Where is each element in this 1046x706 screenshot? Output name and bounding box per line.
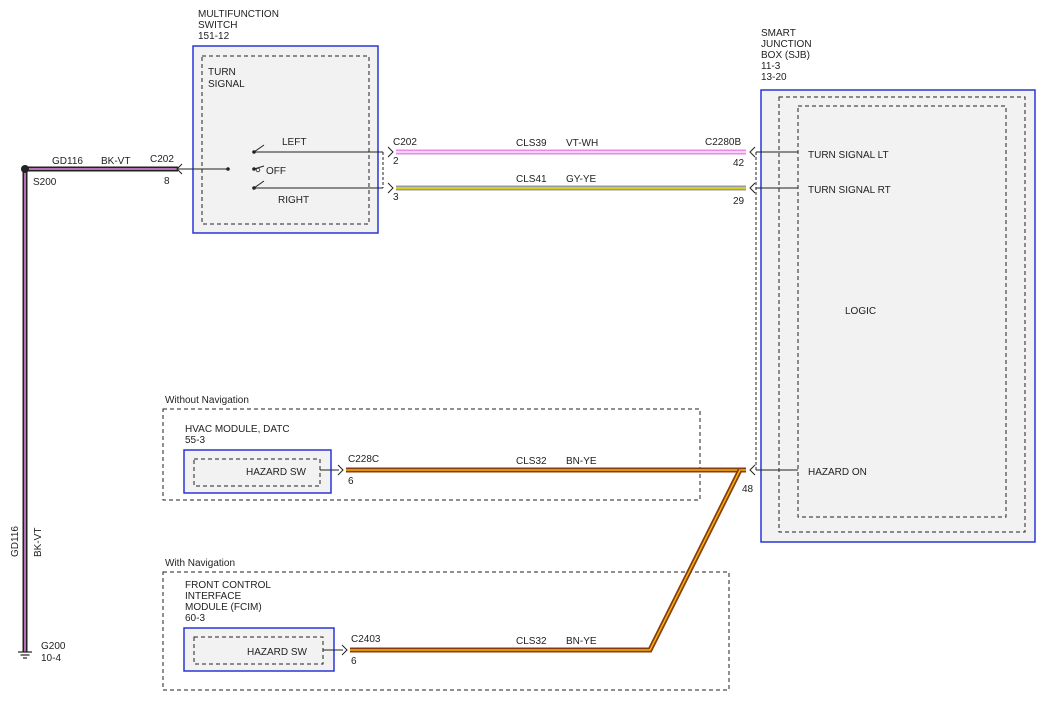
connector-pin42-icon xyxy=(749,146,756,158)
splice-s200 xyxy=(21,165,29,173)
sjb-hazard-on: HAZARD ON xyxy=(808,467,867,478)
pin-3-label: 3 xyxy=(393,192,399,203)
ground-g200-label: G200 xyxy=(41,641,66,652)
fcim-wire-cls-label: CLS32 xyxy=(516,636,547,647)
pin-2-label: 2 xyxy=(393,156,399,167)
fcim-title-line3: MODULE (FCIM) xyxy=(185,602,262,613)
connector-c228c: C228C xyxy=(348,454,379,465)
switch-title-line2: SWITCH xyxy=(198,20,237,31)
sjb-logic-box xyxy=(797,105,1007,518)
multifunction-switch-box xyxy=(192,45,379,234)
fcim-hazard-sw-label: HAZARD SW xyxy=(247,647,308,658)
connector-pin29-icon xyxy=(749,182,756,194)
switch-left-label: LEFT xyxy=(282,137,306,148)
fcim-wire-color-label: BN-YE xyxy=(566,636,597,647)
hvac-title-line1: HVAC MODULE, DATC xyxy=(185,424,290,435)
turn-signal-label-line1: TURN xyxy=(208,67,236,78)
sjb-title-line2: JUNCTION xyxy=(761,39,812,50)
sjb-turn-signal-rt: TURN SIGNAL RT xyxy=(808,185,891,196)
sjb-inner-box xyxy=(778,96,1026,533)
ground-g200-icon xyxy=(18,651,32,659)
connector-c202-pin3-icon xyxy=(387,182,394,194)
connector-c202-right: C202 xyxy=(393,137,417,148)
fcim-title-line4: 60-3 xyxy=(185,613,205,624)
wire-vtwh-label: VT-WH xyxy=(566,138,598,149)
turn-signal-switch-contacts xyxy=(178,144,383,190)
wire-bkvt-label: BK-VT xyxy=(101,156,130,167)
connector-pin48-icon xyxy=(749,464,756,476)
sjb-turn-signal-lt: TURN SIGNAL LT xyxy=(808,150,889,161)
connector-c202-left-icon xyxy=(176,163,183,175)
connector-c2403-icon xyxy=(341,644,348,656)
wire-cls41-label: CLS41 xyxy=(516,174,547,185)
hvac-pin-label: 6 xyxy=(348,476,354,487)
sjb-title-line5: 13-20 xyxy=(761,72,787,83)
hvac-wire-color-label: BN-YE xyxy=(566,456,597,467)
connector-c202-pin2-icon xyxy=(387,146,394,158)
switch-title-line1: MULTIFUNCTION xyxy=(198,9,279,20)
fcim-title-line1: FRONT CONTROL xyxy=(185,580,271,591)
sjb-logic-label: LOGIC xyxy=(845,306,876,317)
without-navigation-label: Without Navigation xyxy=(165,395,249,406)
without-navigation-box xyxy=(162,408,701,501)
wire-gd116-label: GD116 xyxy=(52,156,83,167)
switch-off-label: OFF xyxy=(266,166,286,177)
switch-right-label: RIGHT xyxy=(278,195,309,206)
hvac-module-box xyxy=(183,449,332,494)
connector-c2403: C2403 xyxy=(351,634,381,645)
hvac-hazard-sw-box xyxy=(193,458,321,487)
connector-c228c-icon xyxy=(337,464,344,476)
hvac-hazard-sw-label: HAZARD SW xyxy=(246,467,307,478)
wire-gd116-vertical-label: GD116 xyxy=(10,526,21,557)
turn-signal-label-line2: SIGNAL xyxy=(208,79,245,90)
with-navigation-label: With Navigation xyxy=(165,558,235,569)
with-navigation-box xyxy=(162,571,730,691)
sjb-box xyxy=(760,89,1036,543)
sjb-title-line3: BOX (SJB) xyxy=(761,50,810,61)
wire-gyye-label: GY-YE xyxy=(566,174,597,185)
pin-42-label: 42 xyxy=(733,158,745,169)
fcim-pin-label: 6 xyxy=(351,656,357,667)
sjb-title-line4: 11-3 xyxy=(761,61,781,72)
wire-cls32-bnye-fcim xyxy=(350,468,743,653)
switch-title-line3: 151-12 xyxy=(198,31,230,42)
hvac-title-line2: 55-3 xyxy=(185,435,205,446)
hvac-wire-cls-label: CLS32 xyxy=(516,456,547,467)
sjb-title-line1: SMART xyxy=(761,28,796,39)
wire-bkvt-vertical-label: BK-VT xyxy=(33,528,44,557)
splice-s200-label: S200 xyxy=(33,177,57,188)
pin-48-label: 48 xyxy=(742,484,754,495)
pin-29-label: 29 xyxy=(733,196,745,207)
wire-cls39-label: CLS39 xyxy=(516,138,547,149)
ground-g200-ref: 10-4 xyxy=(41,653,61,664)
connector-c202-left: C202 xyxy=(150,154,174,165)
connector-c2280b: C2280B xyxy=(705,137,741,148)
fcim-title-line2: INTERFACE xyxy=(185,591,241,602)
pin-8-label: 8 xyxy=(164,176,170,187)
